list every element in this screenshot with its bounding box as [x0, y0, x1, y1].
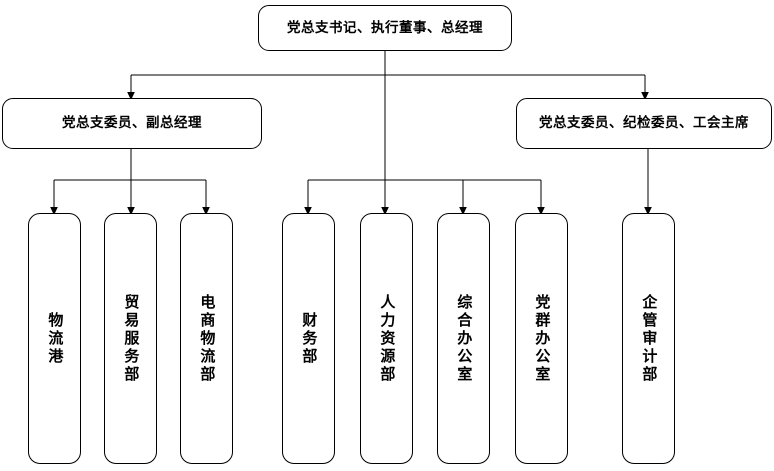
node-deputy-general-manager[interactable]: 党总支委员、副总经理: [2, 98, 262, 149]
node-department-4-label: 人力资源部: [378, 293, 397, 384]
node-department-5[interactable]: 综合办公室: [437, 213, 490, 464]
node-department-0-label: 物流港: [46, 311, 65, 366]
node-department-7-label: 企管审计部: [640, 293, 659, 384]
node-department-2-label: 电商物流部: [198, 293, 217, 384]
node-discipline-union-chair-label: 党总支委员、纪检委员、工会主席: [539, 115, 749, 132]
node-department-2[interactable]: 电商物流部: [180, 213, 233, 464]
node-department-4[interactable]: 人力资源部: [360, 213, 413, 464]
node-department-3-label: 财务部: [300, 311, 319, 366]
node-department-3[interactable]: 财务部: [282, 213, 335, 464]
node-department-6[interactable]: 党群办公室: [515, 213, 568, 464]
node-department-5-label: 综合办公室: [455, 293, 474, 384]
node-department-0[interactable]: 物流港: [28, 213, 81, 464]
node-department-1-label: 贸易服务部: [122, 293, 141, 384]
node-department-1[interactable]: 贸易服务部: [104, 213, 157, 464]
node-department-7[interactable]: 企管审计部: [622, 213, 675, 464]
node-deputy-general-manager-label: 党总支委员、副总经理: [62, 115, 202, 132]
node-top-leader[interactable]: 党总支书记、执行董事、总经理: [258, 5, 512, 51]
node-discipline-union-chair[interactable]: 党总支委员、纪检委员、工会主席: [516, 98, 772, 149]
node-top-leader-label: 党总支书记、执行董事、总经理: [287, 19, 483, 36]
node-department-6-label: 党群办公室: [533, 293, 552, 384]
